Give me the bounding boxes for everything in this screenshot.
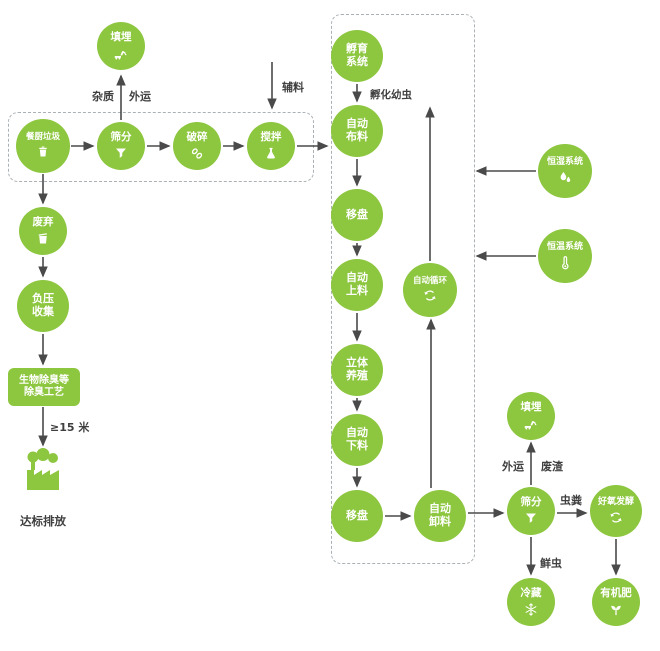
node-incubation-label: 孵育系统	[345, 42, 368, 68]
node-auto-down: 自动下料	[331, 414, 383, 466]
node-screening-top: 筛分	[97, 122, 145, 170]
node-aerobic-ferment: 好氧发酵	[590, 485, 642, 537]
node-stereo-breed-label: 立体养殖	[345, 356, 368, 382]
node-screening-bottom-label: 筛分	[520, 496, 542, 509]
node-landfill-bottom-label: 填埋	[520, 401, 542, 414]
node-discard: 废弃	[19, 207, 67, 255]
label-discharge: 达标排放	[20, 514, 66, 528]
circular-arrows-icon	[608, 510, 624, 525]
node-auto-feed-label: 自动上料	[345, 271, 368, 297]
snowflake-icon	[523, 602, 539, 617]
node-kitchen-waste: 餐厨垃圾	[16, 119, 70, 173]
label-waste-residue: 废渣	[541, 460, 563, 473]
node-negative-pressure-label: 负压收集	[31, 292, 54, 318]
label-auxiliary: 辅料	[282, 81, 304, 94]
node-tray-move-2-label: 移盘	[346, 508, 368, 522]
label-fresh-insects: 鲜虫	[540, 557, 562, 570]
node-deodorize: 生物除臭等除臭工艺	[8, 368, 80, 406]
node-mixing-label: 搅拌	[260, 131, 282, 144]
node-auto-cycle-label: 自动循环	[412, 275, 447, 286]
node-auto-unload: 自动卸料	[414, 490, 466, 542]
node-auto-cycle: 自动循环	[403, 263, 457, 317]
waste-icon	[35, 231, 51, 246]
node-stereo-breed: 立体养殖	[331, 344, 383, 396]
pretreatment-group-box	[8, 112, 314, 182]
funnel-icon	[523, 511, 539, 526]
label-hatch-larvae: 孵化幼虫	[370, 89, 412, 101]
node-temperature-system-label: 恒温系统	[546, 242, 583, 253]
node-screening-top-label: 筛分	[110, 131, 132, 144]
chain-crusher-icon	[189, 146, 205, 161]
node-negative-pressure: 负压收集	[17, 280, 69, 332]
node-organic-fertilizer: 有机肥	[592, 578, 640, 626]
label-insect-manure: 虫粪	[560, 494, 582, 507]
flask-icon	[263, 146, 279, 161]
node-discard-label: 废弃	[32, 216, 54, 229]
node-landfill-top-label: 填埋	[110, 31, 132, 44]
excavator-icon	[113, 46, 129, 61]
label-outbound-bottom: 外运	[502, 460, 524, 473]
node-auto-spread: 自动布料	[331, 105, 383, 157]
plant-sprout-icon	[608, 602, 624, 617]
water-drops-icon	[557, 170, 573, 185]
node-screening-bottom: 筛分	[507, 487, 555, 535]
node-tray-move-1-label: 移盘	[346, 207, 368, 221]
funnel-icon	[113, 146, 129, 161]
node-humidity-system: 恒湿系统	[538, 144, 592, 198]
node-auto-unload-label: 自动卸料	[428, 502, 451, 528]
recycle-icon	[422, 288, 438, 303]
label-outbound-top: 外运	[129, 90, 151, 103]
node-tray-move-1: 移盘	[331, 189, 383, 241]
node-auto-feed: 自动上料	[331, 259, 383, 311]
node-temperature-system: 恒温系统	[538, 229, 592, 283]
node-cold-storage-label: 冷藏	[520, 587, 542, 600]
excavator-icon	[523, 416, 539, 431]
node-crushing-label: 破碎	[186, 131, 208, 144]
node-cold-storage: 冷藏	[507, 578, 555, 626]
node-mixing: 搅拌	[247, 122, 295, 170]
factory-discharge-icon	[18, 448, 70, 492]
node-crushing: 破碎	[173, 122, 221, 170]
node-incubation: 孵育系统	[331, 30, 383, 82]
node-organic-fertilizer-label: 有机肥	[600, 587, 632, 600]
node-landfill-top: 填埋	[97, 22, 145, 70]
label-distance: ≥15 米	[50, 421, 90, 434]
node-aerobic-ferment-label: 好氧发酵	[597, 497, 634, 508]
node-humidity-system-label: 恒湿系统	[546, 157, 583, 168]
thermometer-icon	[557, 255, 573, 270]
node-auto-down-label: 自动下料	[345, 426, 368, 452]
label-impurities: 杂质	[92, 90, 114, 103]
node-deodorize-label: 生物除臭等除臭工艺	[19, 374, 69, 399]
node-auto-spread-label: 自动布料	[345, 117, 368, 143]
food-waste-icon	[35, 144, 51, 159]
node-landfill-bottom: 填埋	[507, 392, 555, 440]
node-kitchen-waste-label: 餐厨垃圾	[25, 131, 60, 142]
node-tray-move-2: 移盘	[331, 490, 383, 542]
